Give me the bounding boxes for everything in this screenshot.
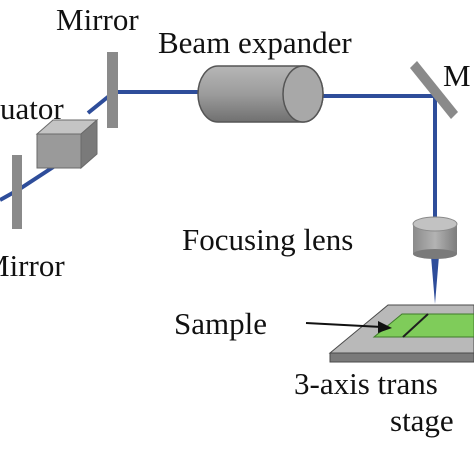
label-attenuator: uator: [0, 91, 64, 126]
label-stage-line2: stage: [390, 403, 454, 438]
label-mirror-bottom: Mirror: [0, 248, 65, 283]
label-focusing-lens: Focusing lens: [182, 222, 354, 257]
mirror-top-plate: [107, 52, 118, 128]
label-mirror-right: M: [443, 58, 471, 93]
focusing-lens-body: [412, 216, 458, 259]
sample-pointer-arrow: [305, 321, 392, 333]
attenuator-cube: [35, 118, 99, 170]
sample-plate: [372, 313, 474, 338]
laser-beam: [0, 90, 439, 304]
label-stage-line1: 3-axis trans: [294, 366, 438, 401]
focused-beam-cone: [431, 256, 439, 304]
label-sample: Sample: [174, 306, 267, 341]
label-beam-expander: Beam expander: [158, 25, 352, 60]
mirror-bottom-plate: [12, 155, 22, 229]
beam-expander-cylinder: [197, 65, 324, 123]
mirror-right-plate: [410, 61, 458, 119]
label-mirror-top: Mirror: [56, 2, 139, 37]
